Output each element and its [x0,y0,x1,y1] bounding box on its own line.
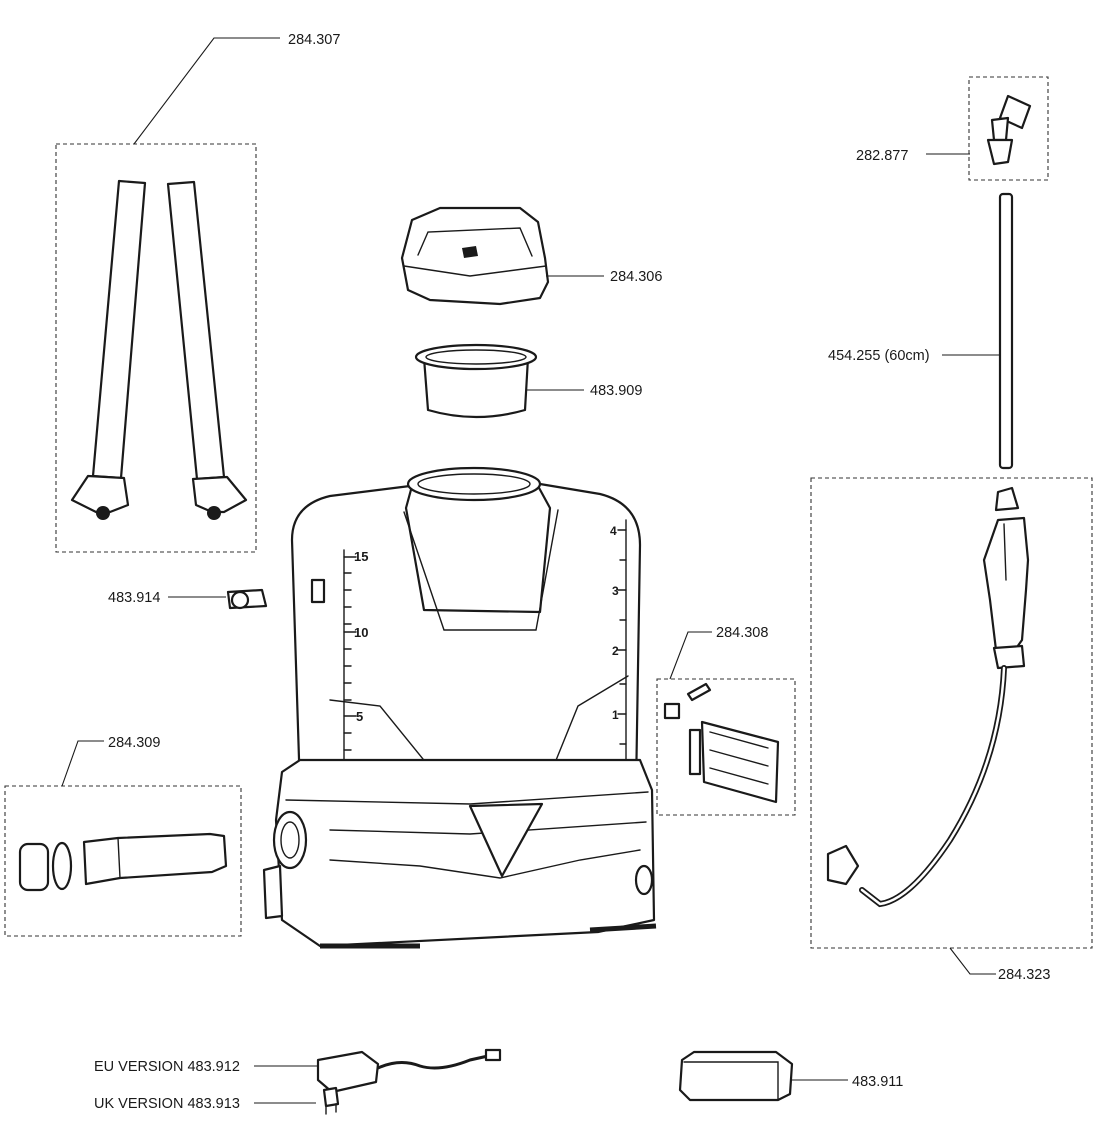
connector-nut [18,842,50,892]
straps-part-number: 284.307 [288,32,340,48]
tank-base [274,758,656,948]
bracket-slots [709,731,769,785]
left-strap-buckle [70,474,130,514]
tank-side-slot [310,578,326,604]
right-strap-ring [207,506,221,520]
clip-group: 483.914 [108,588,268,610]
left-scale-label-10: 10 [354,625,368,640]
lid-rim [403,265,547,277]
handle-trigger-line [1003,523,1007,581]
connector-tube [82,832,228,886]
bracket-group: 284.308 [656,625,796,816]
battery-group: 483.911 [678,1050,903,1102]
lid-handle-opening [417,227,533,257]
nozzle-part-number: 282.877 [856,148,908,164]
hose-tank-nut [826,844,860,886]
tank-side-port [634,864,654,896]
right-strap [166,180,226,481]
tank-base-rim [285,791,649,805]
tank-base-contour [329,849,641,879]
straps-dashed-box [55,143,257,553]
hose-handle-part-number: 284.323 [998,967,1050,983]
filter-part-number: 483.909 [590,383,642,399]
charger-cable [377,1054,489,1070]
right-strap-buckle [191,475,248,514]
bracket-leader-line [669,631,712,680]
charger-eu-label: EU VERSION 483.912 [94,1059,240,1075]
bracket-dashed-box [656,678,796,816]
bracket-nut [663,702,681,720]
tank-foot-right [589,923,657,933]
right-scale-label-4: 4 [610,524,617,538]
charger-plug [322,1086,340,1108]
left-strap-ring [96,506,110,520]
bracket-part-number: 284.308 [716,625,768,641]
filter-group: 483.909 [414,343,642,419]
nozzle-elbow [990,116,1010,142]
tank-funnel-outline [403,509,559,631]
right-scale-label-1: 1 [612,708,619,722]
filter-basket [422,356,530,419]
tank-triangle-emblem [468,802,544,878]
lid-group: 284.306 [400,206,662,306]
bracket-plate [700,720,780,804]
left-scale-label-5: 5 [356,709,363,724]
connector-dashed-box [4,785,242,937]
lance-part-number: 454.255 (60cm) [828,348,930,364]
tank-outlet-port-inner [280,821,300,859]
hose-handle-group: 284.323 [810,477,1093,983]
charger-adapter [316,1050,380,1094]
lid-part-number: 284.306 [610,269,662,285]
shoulder-straps-group: 284.307 [55,32,340,553]
tank-funnel-opening [404,484,552,614]
right-scale-ticks [617,529,627,745]
right-scale-label-3: 3 [612,584,619,598]
nozzle-group: 282.877 [856,76,1049,181]
clip-ring [230,590,250,610]
handle-collar [994,486,1020,512]
bracket-screw [686,682,712,702]
connector-group: 284.309 [4,735,242,937]
connector-leader-line [61,740,104,787]
lid-vent [462,246,478,258]
connector-tube-rib [117,837,121,879]
connector-o-ring [51,841,73,891]
tank-outlet-port [272,810,308,870]
left-strap [91,179,147,480]
right-scale-label-2: 2 [612,644,619,658]
charger-uk-label: UK VERSION 483.913 [94,1096,240,1112]
handle-hose-nut [992,644,1026,670]
battery-part-number: 483.911 [852,1074,903,1090]
hose-handle-dashed-box [810,477,1093,949]
filter-inner-rim [425,349,527,365]
tank-base-band [329,821,647,835]
tank-contour-left [329,699,441,781]
charger-connector [484,1048,502,1062]
sprayer-tank: 15 10 5 1 liter 4 3 2 1 [262,466,657,949]
spray-lance-tube [998,192,1014,470]
tank-neck-inner [417,473,531,495]
spray-hose-inner [860,666,1006,906]
bracket-hook [688,728,702,776]
filter-rim [414,343,538,371]
clip-part-number: 483.914 [108,590,160,606]
nozzle-tip [986,138,1014,166]
tank-contour-right [547,675,629,781]
tank-neck [406,466,542,502]
nozzle-dashed-box [968,76,1049,181]
lance-group: 454.255 (60cm) [828,192,1014,470]
spray-handle [982,516,1030,662]
hose-handle-leader-line [949,947,996,975]
tank-foot-clip [262,864,284,920]
battery-pack [678,1050,794,1102]
left-scale-label-15: 15 [354,549,368,564]
connector-part-number: 284.309 [108,735,160,751]
battery-edge [683,1061,779,1101]
charger-group: EU VERSION 483.912 UK VERSION 483.913 [94,1048,502,1115]
spray-hose [859,665,1007,908]
straps-leader-line [133,37,280,145]
